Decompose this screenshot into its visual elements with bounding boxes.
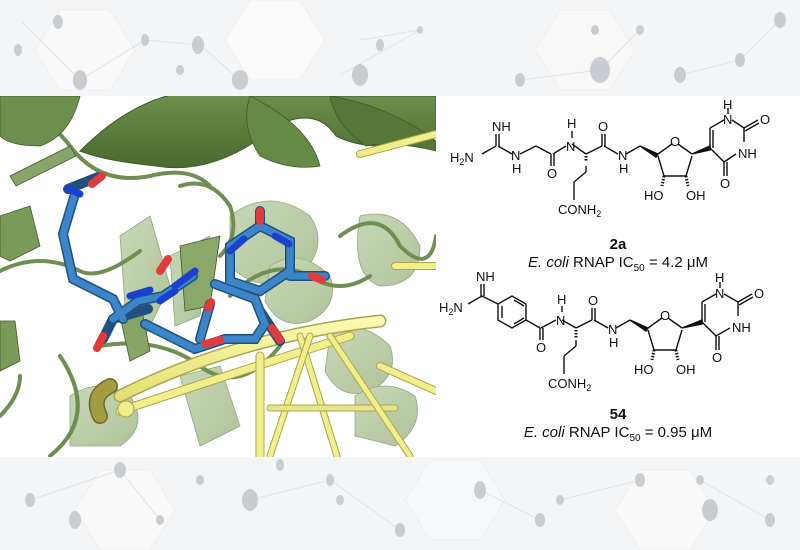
crystal-structure-panel	[0, 96, 436, 457]
atom-linker-n: N	[618, 148, 627, 163]
atom-ring-o: O	[660, 308, 670, 323]
atom-amide-n: N	[556, 313, 565, 328]
atom-amide-h: H	[567, 116, 576, 131]
organism-name: E. coli	[528, 254, 569, 271]
atom-pyr-nh: NH	[738, 146, 757, 161]
atom-amide-n: N	[566, 139, 575, 154]
atom-oh-right: OH	[686, 188, 706, 203]
atom-pyr-n: N	[723, 112, 732, 127]
atom-amine: H2N	[450, 150, 474, 167]
protein-ligand-render	[0, 96, 436, 457]
atom-linker-n: N	[608, 322, 617, 337]
atom-oh-right: OH	[676, 362, 696, 377]
atom-pyr-nh: NH	[732, 320, 751, 335]
atom-pyr-o-bottom: O	[720, 176, 730, 191]
ic50-value: = 0.95 μM	[640, 424, 713, 441]
ic-subscript: 50	[633, 263, 645, 274]
atom-pyr-o-bottom: O	[712, 350, 722, 365]
atom-o: O	[536, 340, 546, 355]
atom-h: H	[512, 161, 521, 176]
atom-carbonyl-o: O	[588, 293, 598, 308]
atom-ring-o: O	[670, 134, 680, 149]
atom-linker-h: H	[619, 161, 628, 176]
atom-amide-h: H	[557, 292, 566, 307]
structure-54	[467, 282, 754, 374]
atom-side-chain: CONH2	[548, 376, 591, 393]
assay-label: RNAP IC	[568, 254, 634, 271]
atom-carbonyl-o: O	[598, 119, 608, 134]
ic-subscript: 50	[629, 433, 641, 444]
assay-label: RNAP IC	[564, 424, 630, 441]
activity-54: E. coli RNAP IC50 = 0.95 μM	[436, 424, 800, 444]
activity-2a: E. coli RNAP IC50 = 4.2 μM	[436, 254, 800, 274]
atom-imine-nh: NH	[476, 269, 495, 284]
atom-imine-nh: NH	[492, 119, 511, 134]
structure-2a	[481, 108, 760, 200]
structure-54-atoms: NH H2N O N H O N H CONH2 O HO OH N H O N…	[439, 269, 764, 393]
atom-pyr-n: N	[715, 286, 724, 301]
atom-linker-h: H	[609, 335, 618, 350]
protein-strands	[0, 145, 221, 372]
atom-amine: H2N	[439, 300, 463, 317]
atom-pyr-o-top: O	[754, 286, 764, 301]
ic50-value: = 4.2 μM	[644, 254, 708, 271]
compound-label-54: 54	[609, 406, 627, 423]
atom-oh-left: HO	[634, 362, 654, 377]
atom-pyr-o-top: O	[760, 112, 770, 127]
dna-strands	[88, 130, 436, 457]
ligand-sticks	[57, 172, 330, 355]
structure-drawings: NH H2N N H O N H O N H CONH2 O HO OH N H…	[439, 97, 770, 393]
atom-side-chain: CONH2	[558, 202, 601, 219]
structure-2a-atoms: NH H2N N H O N H O N H CONH2 O HO OH N H…	[450, 97, 770, 219]
atom-pyr-h: H	[723, 97, 732, 112]
atom-o: O	[547, 166, 557, 181]
organism-name: E. coli	[523, 424, 565, 441]
atom-oh-left: HO	[644, 188, 664, 203]
atom-pyr-h: H	[715, 270, 724, 285]
atom-n: N	[511, 148, 520, 163]
compound-label-2a: 2a	[609, 236, 627, 253]
chemical-structures-panel: NH H2N N H O N H O N H CONH2 O HO OH N H…	[436, 96, 800, 457]
alpha-helix	[0, 96, 436, 169]
